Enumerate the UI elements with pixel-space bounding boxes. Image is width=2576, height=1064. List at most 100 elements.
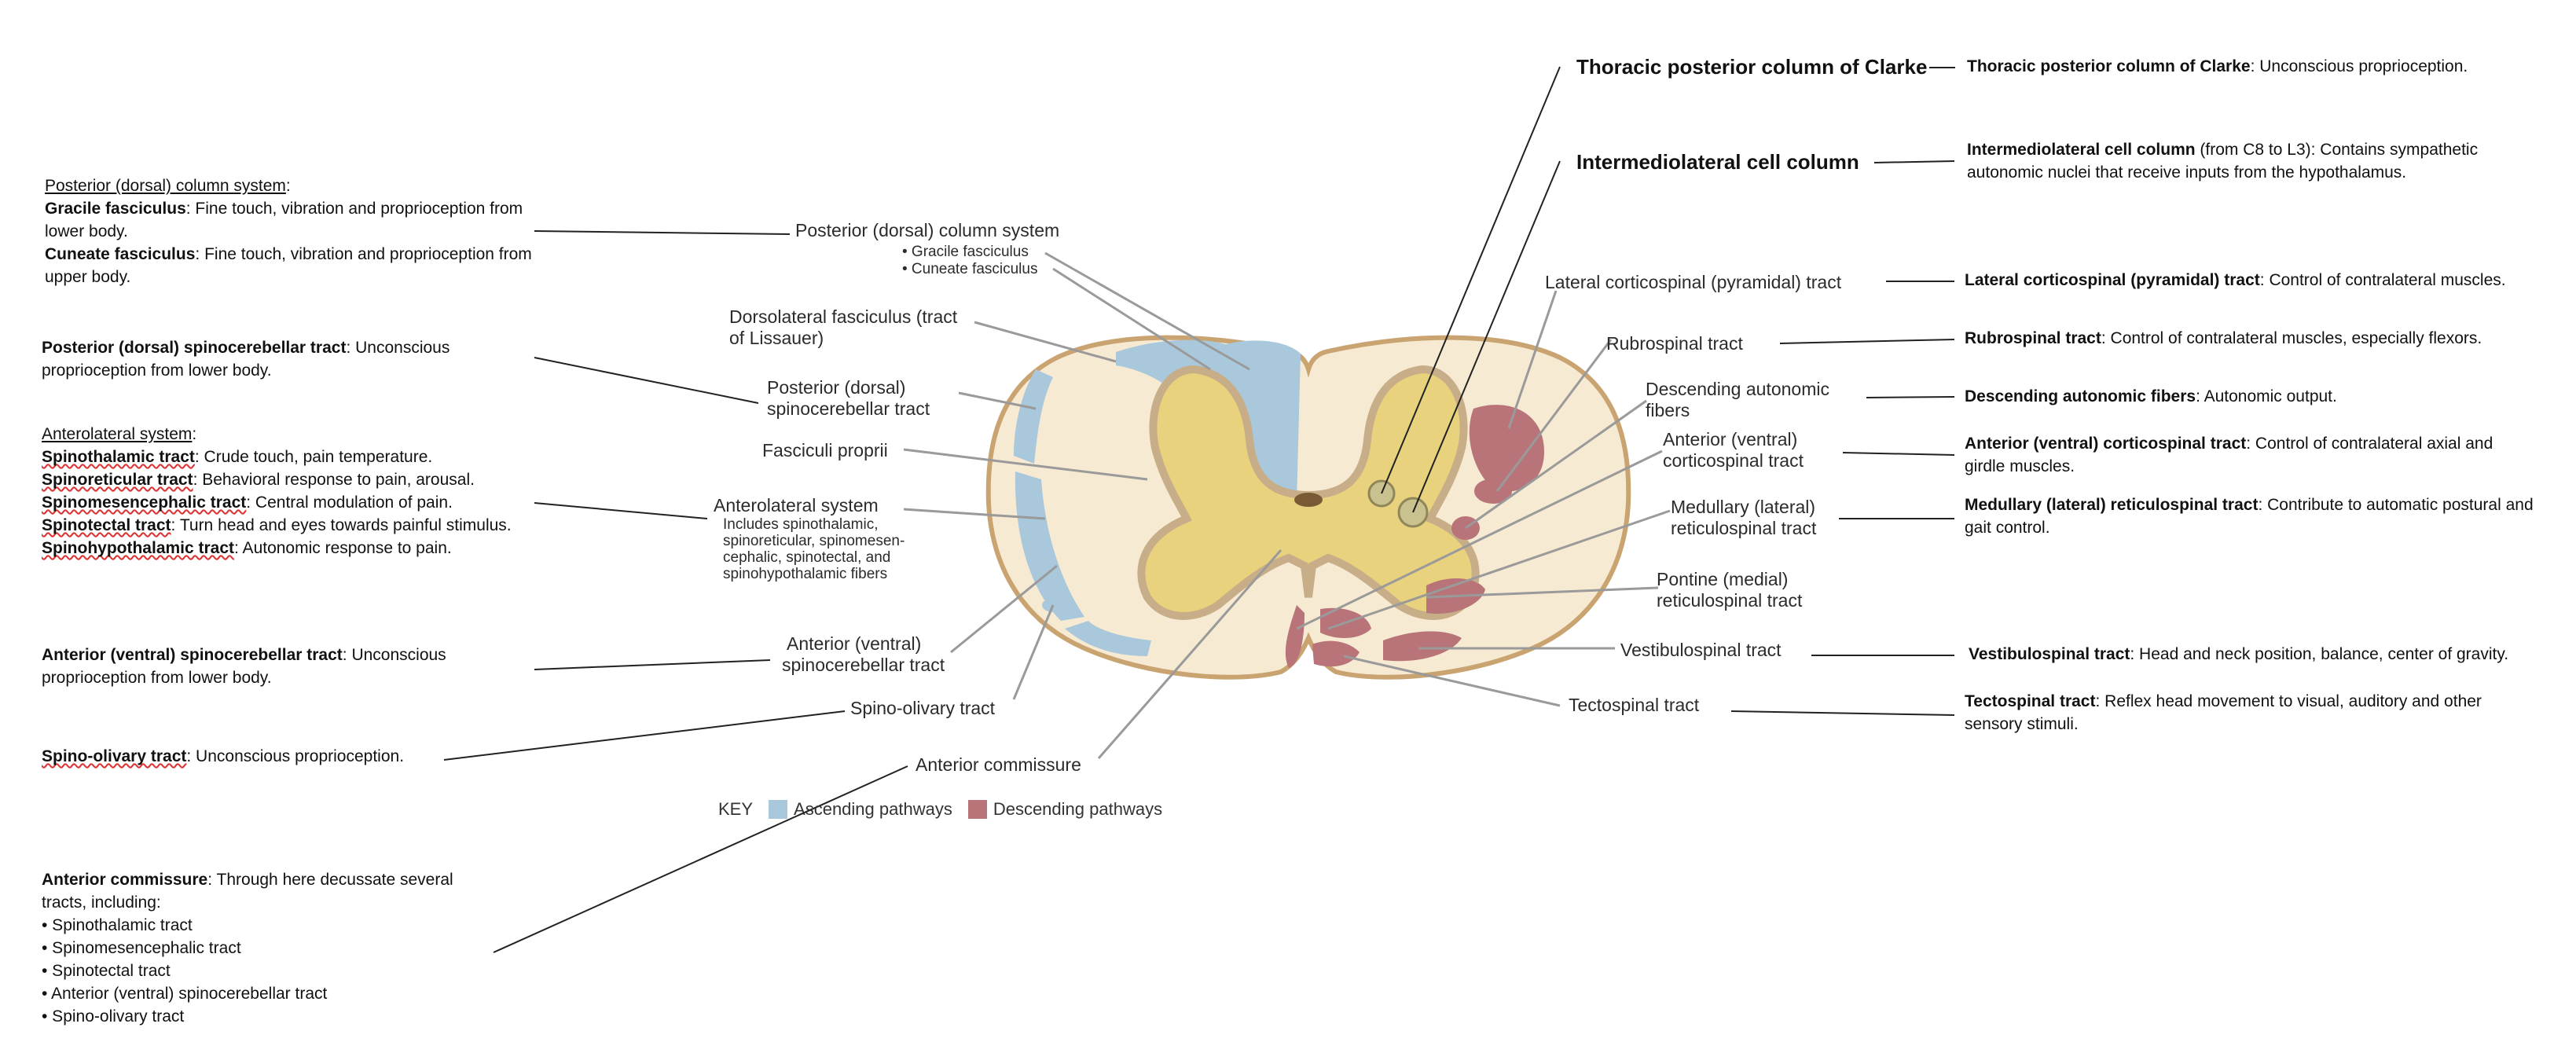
label-anterior-commissure: Anterior commissure bbox=[916, 754, 1081, 775]
note-post-spinocerebellar-name: Posterior (dorsal) spinocerebellar tract bbox=[42, 339, 347, 357]
note-clarke-desc: : Unconscious proprioception. bbox=[2250, 57, 2468, 75]
note-tectospinal: Tectospinal tract: Reflex head movement … bbox=[1965, 690, 2530, 736]
note-spino-olivary-desc: : Unconscious proprioception. bbox=[186, 747, 405, 765]
ant-corticospinal-region bbox=[1285, 605, 1305, 668]
label-fasciculi-proprii: Fasciculi proprii bbox=[762, 440, 888, 460]
note-medullary: Medullary (lateral) reticulospinal tract… bbox=[1965, 493, 2562, 539]
note-spinothalamic-desc: : Crude touch, pain temperature. bbox=[194, 448, 433, 466]
note-posterior-column-heading: Posterior (dorsal) column system bbox=[45, 177, 286, 195]
note-lat-corticospinal: Lateral corticospinal (pyramidal) tract:… bbox=[1965, 269, 2570, 292]
note-cuneate-name: Cuneate fasciculus bbox=[45, 245, 196, 263]
note-post-spinocerebellar-desc: : Unconscious proprioception from lower … bbox=[42, 339, 450, 380]
label-medullary: Medullary (lateral) reticulospinal tract bbox=[1671, 497, 1816, 539]
label-ant-spinocerebellar-line2: spinocerebellar tract bbox=[782, 655, 945, 675]
label-cuneate: • Cuneate fasciculus bbox=[902, 261, 1038, 277]
label-rubrospinal: Rubrospinal tract bbox=[1606, 333, 1743, 354]
note-ant-corticospinal-desc: : Control of contralateral axial and gir… bbox=[1965, 435, 2493, 475]
label-anterolateral-sub: spinoreticular, spinomesen- bbox=[723, 533, 905, 549]
note-spinomesencephalic-name: Spinomesencephalic tract bbox=[42, 493, 247, 512]
note-rubrospinal: Rubrospinal tract: Control of contralate… bbox=[1965, 327, 2570, 350]
label-intermediolateral: Intermediolateral cell column bbox=[1576, 150, 1859, 174]
label-ant-corticospinal: Anterior (ventral) corticospinal tract bbox=[1663, 429, 1804, 471]
label-ant-spinocerebellar: Anterior (ventral) spinocerebellar tract bbox=[782, 633, 945, 676]
note-medullary-desc: : Contribute to automatic postural and g… bbox=[1965, 496, 2534, 537]
note-spinohypothalamic-desc: : Autonomic response to pain. bbox=[234, 539, 452, 557]
vestibulospinal-region bbox=[1383, 631, 1462, 662]
central-canal bbox=[1294, 493, 1323, 507]
note-posterior-column: Posterior (dorsal) column system: Gracil… bbox=[45, 177, 532, 286]
label-tectospinal: Tectospinal tract bbox=[1569, 695, 1700, 715]
label-clarke: Thoracic posterior column of Clarke bbox=[1576, 55, 1928, 79]
note-spino-olivary: Spino-olivary tract: Unconscious proprio… bbox=[42, 745, 482, 768]
label-pontine: Pontine (medial) reticulospinal tract bbox=[1657, 569, 1802, 611]
note-ant-spinocerebellar-name: Anterior (ventral) spinocerebellar tract bbox=[42, 646, 343, 664]
note-desc-autonomic-desc: : Autonomic output. bbox=[2196, 387, 2337, 405]
note-medullary-name: Medullary (lateral) reticulospinal tract bbox=[1965, 496, 2259, 514]
label-anterolateral-title: Anterolateral system bbox=[714, 495, 879, 515]
note-tectospinal-desc: : Reflex head movement to visual, audito… bbox=[1965, 692, 2482, 733]
note-desc-autonomic-name: Descending autonomic fibers bbox=[1965, 387, 2196, 405]
label-medullary-line2: reticulospinal tract bbox=[1671, 518, 1817, 538]
note-ant-corticospinal: Anterior (ventral) corticospinal tract: … bbox=[1965, 432, 2530, 478]
label-spino-olivary: Spino-olivary tract bbox=[850, 698, 996, 718]
note-vestibulospinal-name: Vestibulospinal tract bbox=[1969, 645, 2130, 663]
note-spinoreticular-name: Spinoreticular tract bbox=[42, 471, 193, 489]
diagram-pointers bbox=[903, 251, 1671, 759]
note-vestibulospinal-desc: : Head and neck position, balance, cente… bbox=[2130, 645, 2509, 663]
note-spinomesencephalic-desc: : Central modulation of pain. bbox=[246, 493, 453, 512]
note-rubrospinal-name: Rubrospinal tract bbox=[1965, 329, 2101, 347]
note-gracile-desc: : Fine touch, vibration and propriocepti… bbox=[45, 200, 523, 240]
post-spinocerebellar-region bbox=[1014, 369, 1053, 464]
note-lat-corticospinal-name: Lateral corticospinal (pyramidal) tract bbox=[1965, 271, 2260, 289]
label-desc-autonomic-line2: fibers bbox=[1646, 400, 1690, 420]
label-vestibulospinal: Vestibulospinal tract bbox=[1620, 640, 1782, 660]
note-commissure-item: • Spinomesencephalic tract bbox=[42, 939, 241, 957]
descending-swatch bbox=[967, 800, 987, 819]
label-dorsolateral: Dorsolateral fasciculus (tract of Lissau… bbox=[729, 306, 957, 349]
note-spino-olivary-name: Spino-olivary tract bbox=[42, 747, 187, 765]
label-anterolateral-sub: Includes spinothalamic, bbox=[723, 516, 879, 533]
label-desc-autonomic: Descending autonomic fibers bbox=[1646, 379, 1829, 421]
spinal-cord-section bbox=[985, 335, 1631, 680]
note-rubrospinal-desc: : Control of contralateral muscles, espe… bbox=[2101, 329, 2482, 347]
note-commissure-item: • Anterior (ventral) spinocerebellar tra… bbox=[42, 985, 328, 1003]
note-ant-spinocerebellar: Anterior (ventral) spinocerebellar tract… bbox=[42, 644, 482, 689]
note-spinotectal-name: Spinotectal tract bbox=[42, 516, 171, 534]
note-spinotectal-desc: : Turn head and eyes towards painful sti… bbox=[171, 516, 512, 534]
label-pontine-line1: Pontine (medial) bbox=[1657, 569, 1789, 589]
label-anterolateral-sub: spinohypothalamic fibers bbox=[723, 566, 888, 582]
label-post-spinocerebellar-line1: Posterior (dorsal) bbox=[767, 377, 906, 398]
label-dorsolateral-line2: of Lissauer) bbox=[729, 328, 824, 348]
leader-lines bbox=[443, 66, 1955, 953]
label-post-spinocerebellar-line2: spinocerebellar tract bbox=[767, 398, 930, 419]
label-ant-corticospinal-line1: Anterior (ventral) bbox=[1663, 429, 1798, 449]
key-ascending: Ascending pathways bbox=[794, 799, 952, 819]
note-gracile-name: Gracile fasciculus bbox=[45, 200, 186, 218]
label-pontine-line2: reticulospinal tract bbox=[1657, 590, 1803, 611]
label-desc-autonomic-line1: Descending autonomic bbox=[1646, 379, 1829, 399]
note-clarke: Thoracic posterior column of Clarke: Unc… bbox=[1967, 55, 2564, 78]
note-post-spinocerebellar: Posterior (dorsal) spinocerebellar tract… bbox=[42, 336, 482, 382]
label-post-spinocerebellar: Posterior (dorsal) spinocerebellar tract bbox=[767, 377, 930, 420]
anterolateral-region bbox=[1015, 471, 1084, 621]
label-ant-corticospinal-line2: corticospinal tract bbox=[1663, 450, 1804, 471]
tectospinal-region bbox=[1312, 640, 1360, 667]
note-vestibulospinal: Vestibulospinal tract: Head and neck pos… bbox=[1969, 643, 2574, 666]
note-commissure-item: • Spino-olivary tract bbox=[42, 1007, 185, 1025]
key-title: KEY bbox=[718, 799, 754, 819]
note-ant-corticospinal-name: Anterior (ventral) corticospinal tract bbox=[1965, 435, 2247, 453]
note-cuneate-desc: : Fine touch, vibration and propriocepti… bbox=[45, 245, 532, 286]
note-intermediolateral-name: Intermediolateral cell column bbox=[1967, 141, 2196, 159]
label-lat-corticospinal: Lateral corticospinal (pyramidal) tract bbox=[1545, 272, 1842, 292]
lat-corticospinal-region bbox=[1469, 405, 1544, 492]
note-clarke-name: Thoracic posterior column of Clarke bbox=[1967, 57, 2251, 75]
label-posterior-column: Posterior (dorsal) column system bbox=[795, 220, 1060, 240]
label-dorsolateral-line1: Dorsolateral fasciculus (tract bbox=[729, 306, 958, 327]
ant-spinocerebellar-region bbox=[1065, 621, 1151, 656]
note-intermediolateral-desc: (from C8 to L3): Contains sympathetic au… bbox=[1967, 141, 2479, 182]
label-ant-spinocerebellar-line1: Anterior (ventral) bbox=[787, 633, 922, 654]
note-tectospinal-name: Tectospinal tract bbox=[1965, 692, 2096, 710]
label-anterolateral: Anterolateral system Includes spinothala… bbox=[714, 495, 905, 582]
